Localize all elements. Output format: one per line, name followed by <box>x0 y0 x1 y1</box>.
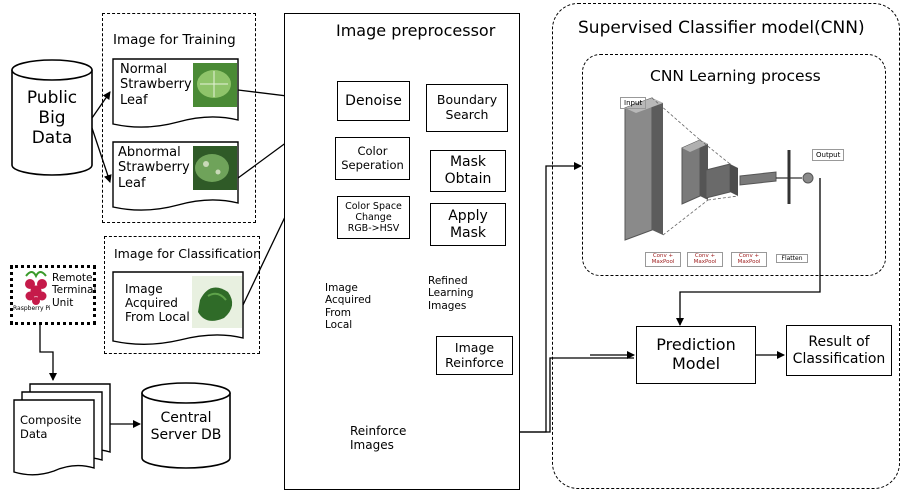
mask-obtain-step: Mask Obtain <box>430 150 506 192</box>
cnn-output-label: Output <box>812 149 845 162</box>
public-big-data-cylinder <box>11 59 93 176</box>
training-group <box>102 13 256 223</box>
training-title: Image for Training <box>113 32 236 48</box>
acquired-local-label: Image Acquired From Local <box>325 282 372 332</box>
image-reinforce-step: Image Reinforce <box>436 336 513 375</box>
public-big-data-label: Public Big Data <box>26 88 78 149</box>
remote-terminal-unit-box <box>10 265 96 325</box>
raspberry-pi-label: Raspberry Pi <box>13 305 51 312</box>
reinforce-images-label: Reinforce Images <box>350 424 407 453</box>
abnormal-leaf-label: Abnormal Strawberry Leaf <box>118 145 190 191</box>
abnormal-leaf-image <box>193 146 237 190</box>
preprocessor-title: Image preprocessor <box>336 21 496 40</box>
cnn-architecture <box>624 97 814 241</box>
acquired-image-label: Image Acquired From Local <box>125 282 190 325</box>
boundary-search-step: Boundary Search <box>426 84 508 132</box>
refined-images-label: Refined Learning Images <box>428 275 474 312</box>
classification-group <box>104 236 260 354</box>
classifier-panel <box>552 3 900 489</box>
denoise-step: Denoise <box>337 81 410 121</box>
central-server-db-cylinder <box>141 382 231 469</box>
remote-terminal-unit-label: Remote Terminal Unit <box>52 272 97 309</box>
composite-data-documents <box>13 383 111 476</box>
cnn-conv2-label: Conv + MaxPool <box>687 252 723 267</box>
cnn-conv3-label: Conv + MaxPool <box>731 252 767 267</box>
cnn-conv1-label: Conv + MaxPool <box>645 252 681 267</box>
color-space-change-step: Color Space Change RGB->HSV <box>337 196 410 239</box>
composite-data-label: Composite Data <box>20 413 82 441</box>
prediction-model-box: Prediction Model <box>636 326 756 384</box>
cnn-process-title: CNN Learning process <box>650 67 821 85</box>
color-separation-step: Color Seperation <box>335 137 410 180</box>
cnn-input-label: Input <box>620 97 647 110</box>
classification-title: Image for Classification <box>114 246 261 261</box>
classifier-title: Supervised Classifier model(CNN) <box>578 18 865 38</box>
cnn-process-panel <box>582 54 886 276</box>
result-of-classification-box: Result of Classification <box>786 325 892 376</box>
apply-mask-step: Apply Mask <box>430 203 506 246</box>
raspberry-pi-logo <box>25 271 47 305</box>
normal-leaf-image <box>193 63 237 107</box>
central-server-db-label: Central Server DB <box>150 410 222 443</box>
normal-leaf-label: Normal Strawberry Leaf <box>120 62 192 108</box>
cnn-flatten-label: Flatten <box>776 254 808 264</box>
acquired-leaf-image <box>192 276 242 328</box>
